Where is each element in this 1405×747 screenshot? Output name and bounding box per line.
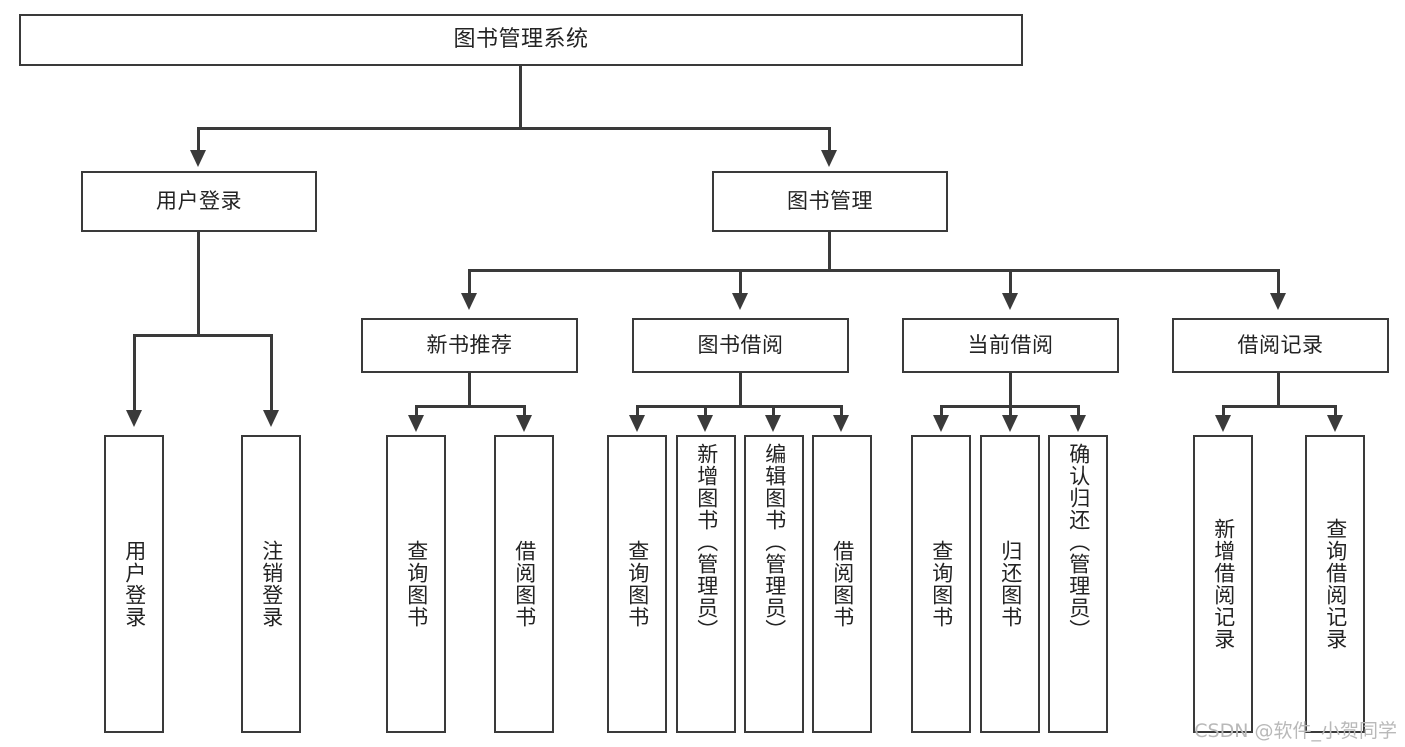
connector-drop-cb-2 [1009, 405, 1012, 417]
connector-drop-bb-1 [636, 405, 639, 417]
connector-drop-nb-2 [523, 405, 526, 417]
arrow-nb-1 [408, 415, 424, 432]
arrow-nb-2 [516, 415, 532, 432]
node-current-borrow[interactable]: 当前借阅 [902, 318, 1119, 373]
node-label: 注销登录 [259, 540, 284, 628]
connector-drop-bb-4 [840, 405, 843, 417]
connector-drop-br-1 [1222, 405, 1225, 417]
node-label: 当前借阅 [967, 333, 1054, 358]
arrow-current-borrow [1002, 293, 1018, 310]
connector-borrow-record-bus [1222, 405, 1337, 408]
arrow-book-management [821, 150, 837, 167]
connector-level3-bus [468, 269, 1280, 272]
connector-drop-br-2 [1334, 405, 1337, 417]
leaf-current-return-book[interactable]: 归还图书 [980, 435, 1040, 733]
connector-drop-current-borrow [1009, 269, 1012, 295]
node-label: 用户登录 [122, 540, 147, 628]
leaf-record-add[interactable]: 新增借阅记录 [1193, 435, 1253, 733]
arrow-book-borrow [732, 293, 748, 310]
connector-drop-cb-3 [1077, 405, 1080, 417]
connector-drop-book-borrow [739, 269, 742, 295]
connector-drop-bb-2 [704, 405, 707, 417]
arrow-cb-1 [933, 415, 949, 432]
leaf-record-query[interactable]: 查询借阅记录 [1305, 435, 1365, 733]
arrow-bb-2 [697, 415, 713, 432]
arrow-borrow-record [1270, 293, 1286, 310]
node-label: 编辑图书（管理员） [762, 443, 787, 641]
connector-user-login-stem [197, 232, 200, 337]
connector-drop-borrow-record [1277, 269, 1280, 295]
connector-drop-new-book [468, 269, 471, 295]
connector-drop-bb-3 [772, 405, 775, 417]
arrow-cb-2 [1002, 415, 1018, 432]
node-root-book-management-system[interactable]: 图书管理系统 [19, 14, 1023, 66]
connector-book-borrow-bus [636, 405, 843, 408]
connector-drop-nb-1 [415, 405, 418, 417]
leaf-new-book-query[interactable]: 查询图书 [386, 435, 446, 733]
connector-level2-bus [197, 127, 831, 130]
leaf-borrow-edit-book-admin[interactable]: 编辑图书（管理员） [744, 435, 804, 733]
node-label: 查询图书 [625, 540, 650, 628]
connector-book-management-stem [828, 232, 831, 272]
node-new-book-recommend[interactable]: 新书推荐 [361, 318, 578, 373]
node-label: 查询图书 [929, 540, 954, 628]
node-label: 新书推荐 [426, 333, 513, 358]
connector-borrow-record-stem [1277, 373, 1280, 407]
node-borrow-record[interactable]: 借阅记录 [1172, 318, 1389, 373]
arrow-br-2 [1327, 415, 1343, 432]
node-label: 图书借阅 [697, 333, 784, 358]
connector-user-login-bus [133, 334, 273, 337]
arrow-bb-4 [833, 415, 849, 432]
connector-new-book-stem [468, 373, 471, 407]
node-book-borrow[interactable]: 图书借阅 [632, 318, 849, 373]
leaf-logout[interactable]: 注销登录 [241, 435, 301, 733]
arrow-user-login [190, 150, 206, 167]
node-label: 图书管理 [787, 189, 873, 214]
leaf-borrow-borrow-book[interactable]: 借阅图书 [812, 435, 872, 733]
arrow-leaf-user-login [126, 410, 142, 427]
arrow-bb-1 [629, 415, 645, 432]
node-label: 确认归还（管理员） [1066, 443, 1091, 641]
arrow-cb-3 [1070, 415, 1086, 432]
connector-book-borrow-stem [739, 373, 742, 407]
node-label: 归还图书 [998, 540, 1023, 628]
leaf-user-login[interactable]: 用户登录 [104, 435, 164, 733]
leaf-borrow-query-book[interactable]: 查询图书 [607, 435, 667, 733]
node-label: 用户登录 [156, 189, 242, 214]
arrow-bb-3 [765, 415, 781, 432]
connector-drop-leaf-user-login [133, 334, 136, 412]
connector-drop-book-management [828, 127, 831, 152]
node-label: 查询借阅记录 [1323, 518, 1348, 650]
node-label: 图书管理系统 [453, 27, 589, 53]
arrow-br-1 [1215, 415, 1231, 432]
leaf-new-book-borrow[interactable]: 借阅图书 [494, 435, 554, 733]
node-label: 查询图书 [404, 540, 429, 628]
connector-drop-leaf-logout [270, 334, 273, 412]
leaf-current-confirm-return-admin[interactable]: 确认归还（管理员） [1048, 435, 1108, 733]
node-label: 新增图书（管理员） [694, 443, 719, 641]
node-user-login[interactable]: 用户登录 [81, 171, 317, 232]
node-label: 新增借阅记录 [1211, 518, 1236, 650]
leaf-borrow-add-book-admin[interactable]: 新增图书（管理员） [676, 435, 736, 733]
node-label: 借阅图书 [512, 540, 537, 628]
connector-new-book-bus [415, 405, 526, 408]
connector-drop-user-login [197, 127, 200, 152]
watermark-text: CSDN @软件_小贺同学 [1194, 720, 1397, 742]
arrow-leaf-logout [263, 410, 279, 427]
node-label: 借阅记录 [1237, 333, 1324, 358]
connector-root-stem [519, 66, 522, 129]
arrow-new-book [461, 293, 477, 310]
connector-current-borrow-stem [1009, 373, 1012, 407]
connector-drop-cb-1 [940, 405, 943, 417]
node-label: 借阅图书 [830, 540, 855, 628]
leaf-current-query-book[interactable]: 查询图书 [911, 435, 971, 733]
node-book-management[interactable]: 图书管理 [712, 171, 948, 232]
